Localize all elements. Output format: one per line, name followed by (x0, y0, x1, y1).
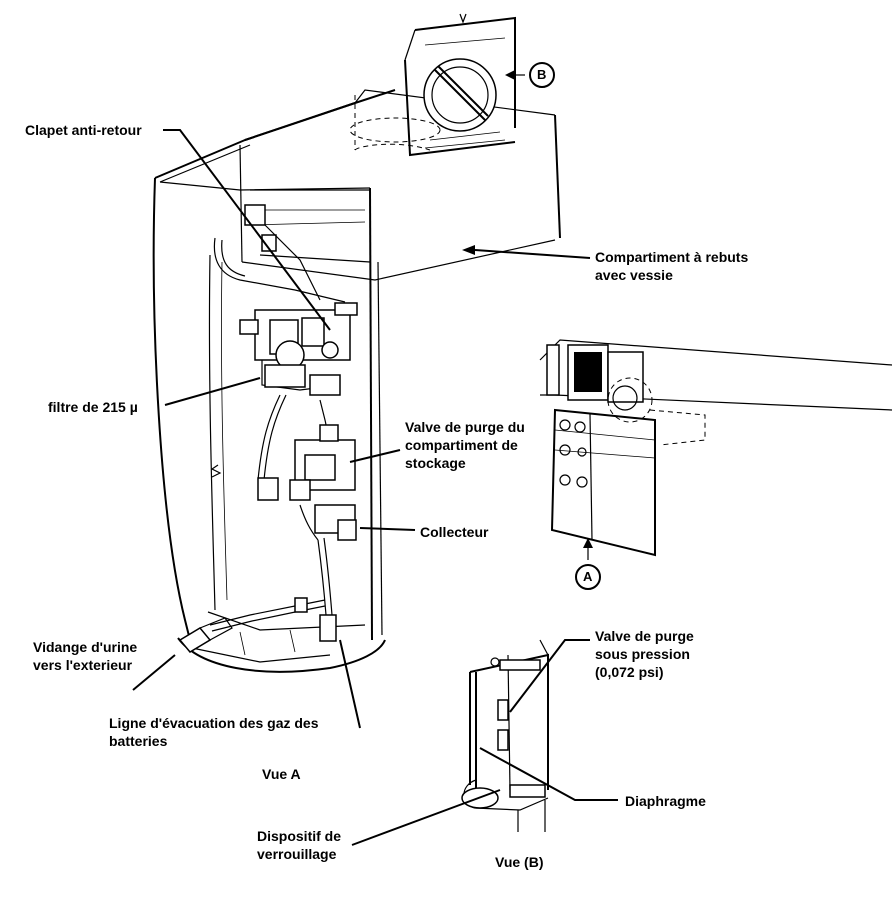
label-urine-drain: Vidange d'urine vers l'exterieur (33, 639, 138, 673)
view-b-detail (461, 639, 549, 832)
callout-a: A (583, 569, 593, 584)
waste-compartment-box (239, 89, 561, 281)
label-battery-vent-line: Ligne d'évacuation des gaz des batteries (109, 715, 319, 749)
label-storage-purge-valve: Valve de purge du compartiment de stocka… (405, 419, 525, 471)
label-pressure-purge-valve: Valve de purge sous pression (0,072 psi) (595, 628, 694, 680)
view-b-panel (404, 13, 516, 157)
label-view-a: Vue A (262, 766, 301, 782)
label-locking-device: Dispositif de verrouillage (257, 828, 342, 862)
leader-lines (132, 62, 618, 846)
label-filter: filtre de 215 µ (48, 399, 138, 415)
callout-b: B (537, 67, 547, 82)
label-waste-compartment: Compartiment à rebuts avec vessie (595, 249, 749, 283)
view-a-panel (539, 339, 892, 590)
label-diaphragm: Diaphragme (625, 793, 706, 809)
label-manifold: Collecteur (420, 524, 489, 540)
label-view-b: Vue (B) (495, 854, 544, 870)
plumbing (178, 204, 358, 653)
label-check-valve: Clapet anti-retour (25, 122, 142, 138)
